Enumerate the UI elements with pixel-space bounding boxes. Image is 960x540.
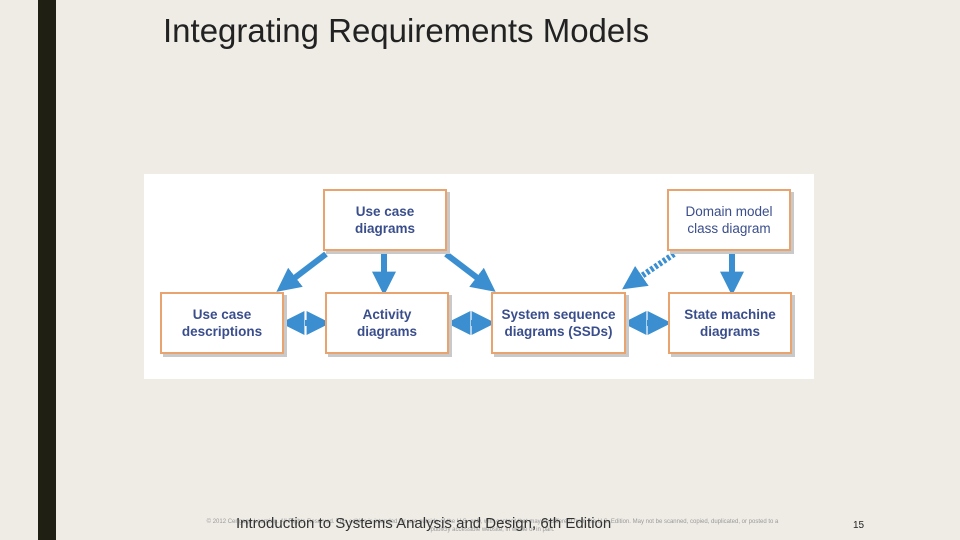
copyright-notice: © 2012 Cengage Learning. All Rights Rese… (206, 519, 779, 533)
node-domain-model-class-diagram: Domain model class diagram (667, 189, 791, 251)
node-system-sequence-diagrams: System sequence diagrams (SSDs) (491, 292, 626, 354)
slide-title: Integrating Requirements Models (163, 12, 650, 49)
node-activity-diagrams: Activity diagrams (325, 292, 449, 354)
slide-number: 15 (853, 520, 865, 531)
diagram-arrows (276, 251, 744, 335)
arrow-usecase-to-ssd (444, 251, 496, 292)
node-use-case-descriptions: Use case descriptions (160, 292, 284, 354)
left-accent-bar (38, 0, 56, 540)
footer-book-title: Introduction to Systems Analysis and Des… (236, 515, 612, 532)
node-state-machine-diagrams: State machine diagrams (668, 292, 792, 354)
node-use-case-diagrams: Use case diagrams (323, 189, 447, 251)
arrow-usecase-to-descriptions (276, 251, 328, 292)
requirements-model-diagram: Use case diagrams Domain model class dia… (144, 174, 814, 379)
arrow-domain-to-ssd (622, 251, 676, 290)
